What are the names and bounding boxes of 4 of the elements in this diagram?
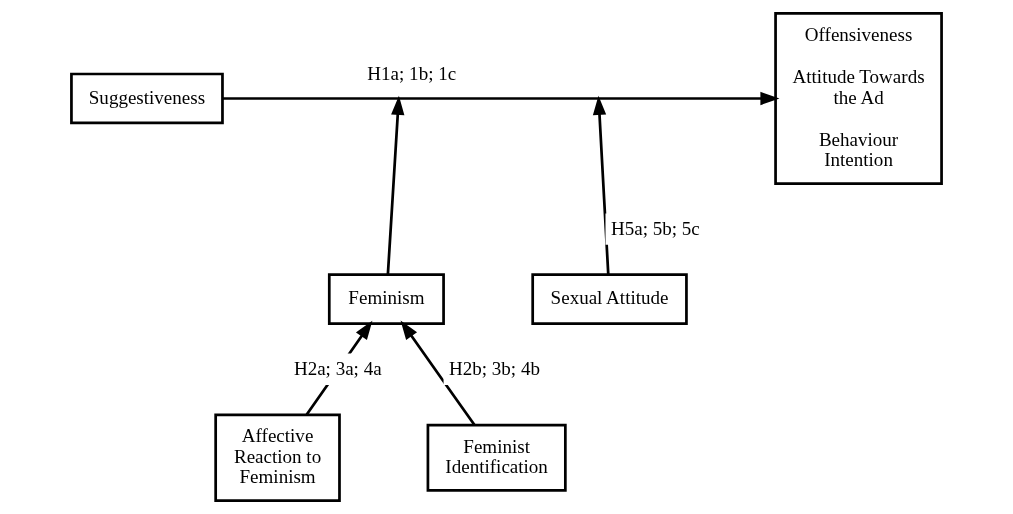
edge-label: H5a; 5b; 5c <box>610 217 700 239</box>
edge-label: H2a; 3a; 4a <box>293 357 382 379</box>
edge-label: H2b; 3b; 4b <box>449 357 540 379</box>
edge-label: H1a; 1b; 1c <box>367 63 457 85</box>
